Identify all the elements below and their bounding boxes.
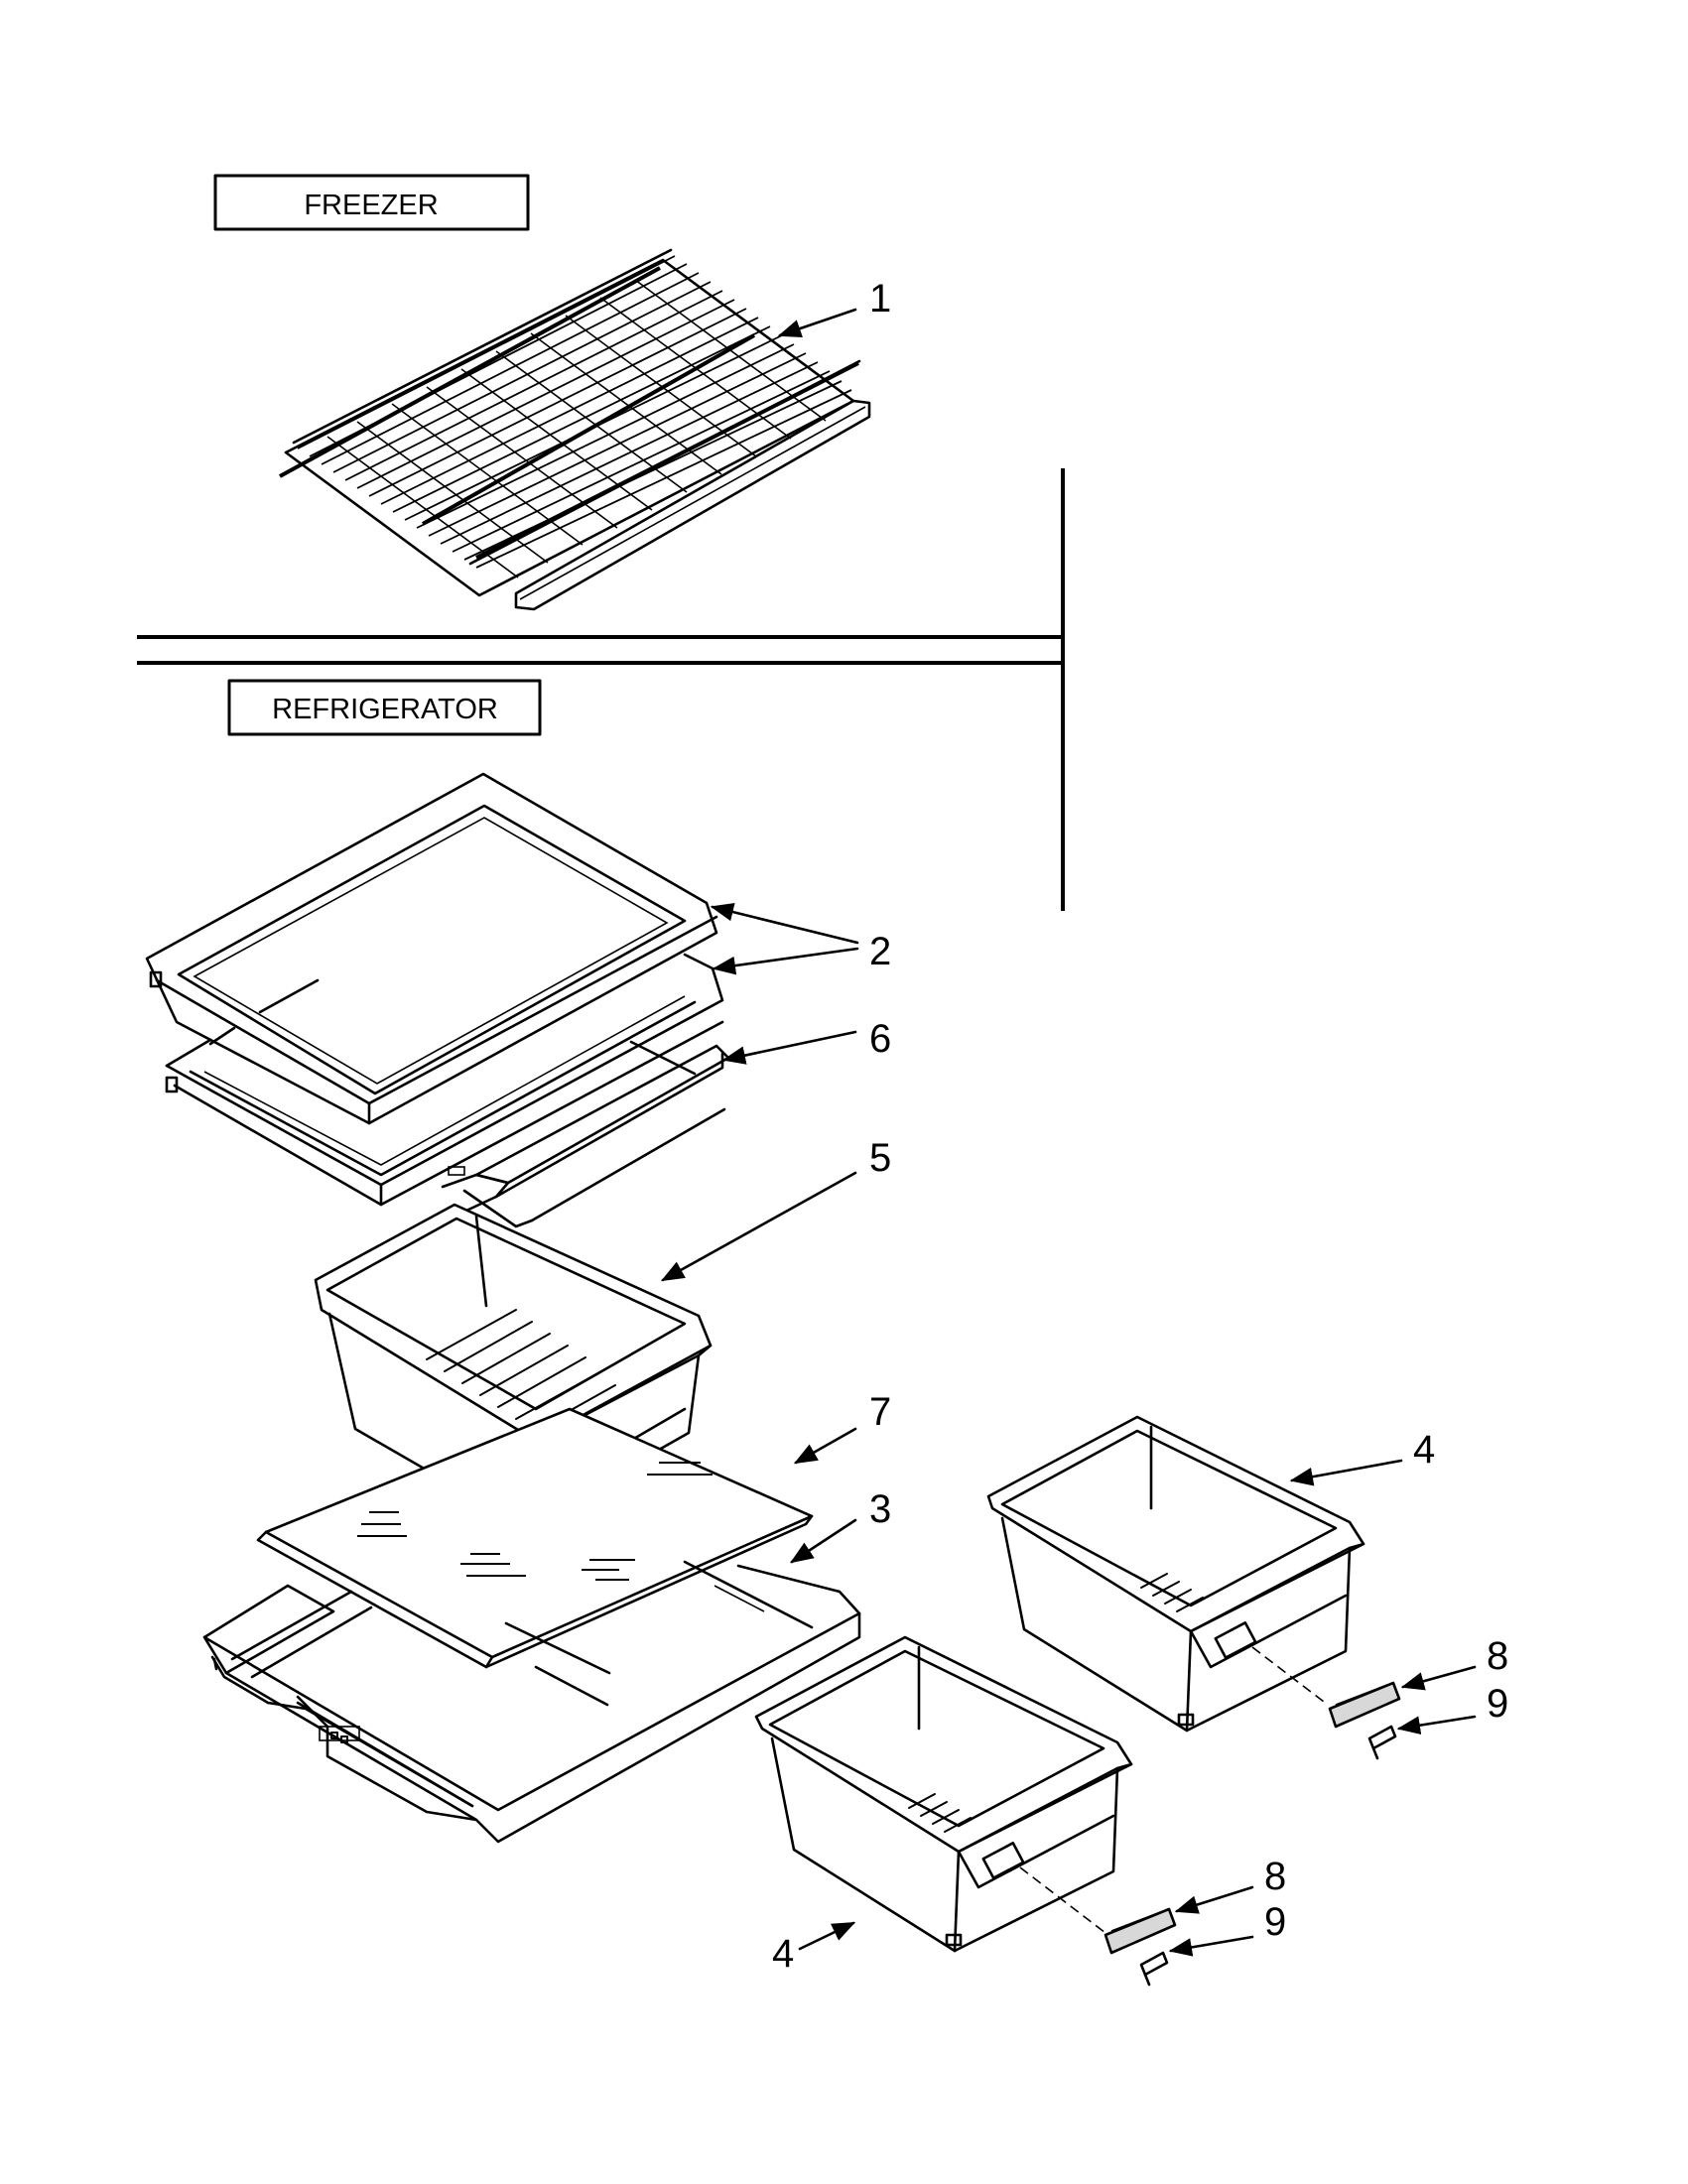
- callout-3-label: 3: [869, 1487, 891, 1531]
- part-5-meat-drawer: [314, 1203, 713, 1528]
- callout-4b-label: 4: [772, 1932, 794, 1976]
- callout-9-upper: 9: [1396, 1682, 1508, 1734]
- callout-6-label: 6: [869, 1017, 891, 1061]
- callout-1: 1: [777, 277, 891, 338]
- callout-8a-label: 8: [1487, 1634, 1508, 1678]
- callout-7-label: 7: [869, 1390, 891, 1434]
- part-2-lower-shelf: [165, 953, 724, 1207]
- refrigerator-label-text: REFRIGERATOR: [272, 694, 498, 725]
- refrigerator-section-label: REFRIGERATOR: [227, 679, 542, 736]
- shelf-wires: [297, 255, 852, 569]
- callout-8b-label: 8: [1264, 1855, 1286, 1898]
- callout-9b-label: 9: [1264, 1900, 1286, 1944]
- callout-5: 5: [660, 1136, 891, 1282]
- callout-7: 7: [793, 1390, 891, 1465]
- part-8-9-label-holder-upper: [1328, 1681, 1401, 1760]
- callout-9-lower: 9: [1168, 1900, 1286, 1957]
- callout-1-label: 1: [869, 277, 891, 321]
- section-divider: [137, 468, 1065, 911]
- part-1-freezer-wire-shelf: [279, 248, 871, 611]
- callout-9a-label: 9: [1487, 1682, 1508, 1726]
- part-2-upper-shelf: [145, 772, 718, 1125]
- callout-3: 3: [790, 1487, 891, 1564]
- callout-6: 6: [721, 1017, 891, 1065]
- callout-4a-label: 4: [1413, 1428, 1435, 1472]
- callout-4-lower: 4: [772, 1921, 856, 1976]
- callout-2: 2: [710, 902, 891, 975]
- callout-8-lower: 8: [1174, 1855, 1286, 1914]
- part-4-crisper-drawer-upper: [986, 1415, 1365, 1733]
- callout-2-label: 2: [869, 930, 891, 973]
- part-6-crisper-cover-rail: [441, 1040, 730, 1228]
- part-4-crisper-drawer-lower: [754, 1635, 1133, 1953]
- part-7-glass-panel: [256, 1407, 814, 1669]
- part-8-9-label-holder-lower: [1104, 1907, 1177, 1987]
- part-3-crisper-frame: [202, 1560, 861, 1844]
- callout-5-label: 5: [869, 1136, 891, 1180]
- callout-4-upper: 4: [1289, 1428, 1435, 1486]
- callout-8-upper: 8: [1400, 1634, 1508, 1691]
- freezer-label-text: FREEZER: [304, 190, 438, 221]
- freezer-section-label: FREEZER: [213, 174, 530, 231]
